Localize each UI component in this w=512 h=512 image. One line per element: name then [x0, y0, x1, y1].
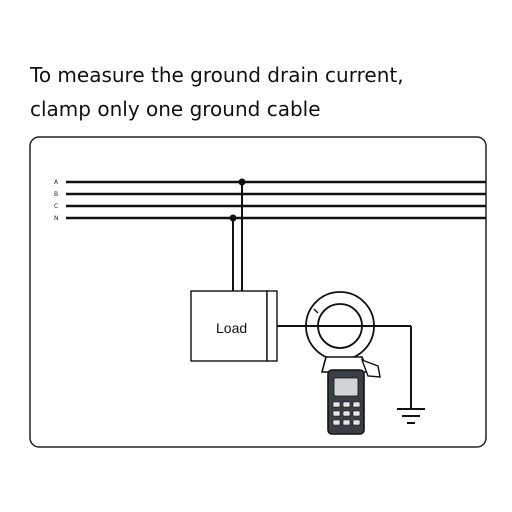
meter-display	[333, 377, 359, 397]
load-box-front	[190, 290, 268, 362]
meter-buttons	[332, 401, 361, 426]
junction-dot-n	[229, 214, 237, 222]
phase-label-n: N	[54, 215, 59, 222]
load-feed-wires	[232, 182, 243, 291]
load-box: Load	[190, 290, 278, 362]
bus-lines	[66, 180, 486, 220]
load-label: Load	[216, 320, 247, 336]
caption-line-1: To measure the ground drain current,	[30, 63, 404, 87]
junction-dot-b	[238, 178, 246, 186]
ground-symbol-icon	[397, 408, 425, 424]
caption: To measure the ground drain current, cla…	[30, 58, 500, 126]
phase-label-a: A	[54, 179, 59, 186]
load-box-side	[266, 290, 278, 362]
clamp-jaw-gap	[313, 308, 319, 314]
clamp-meter-icon	[305, 291, 381, 435]
caption-line-2: clamp only one ground cable	[30, 97, 321, 121]
clamp-trigger	[360, 358, 381, 378]
phase-label-b: B	[54, 191, 58, 198]
diagram-frame	[29, 136, 487, 448]
phase-label-c: C	[54, 203, 58, 210]
